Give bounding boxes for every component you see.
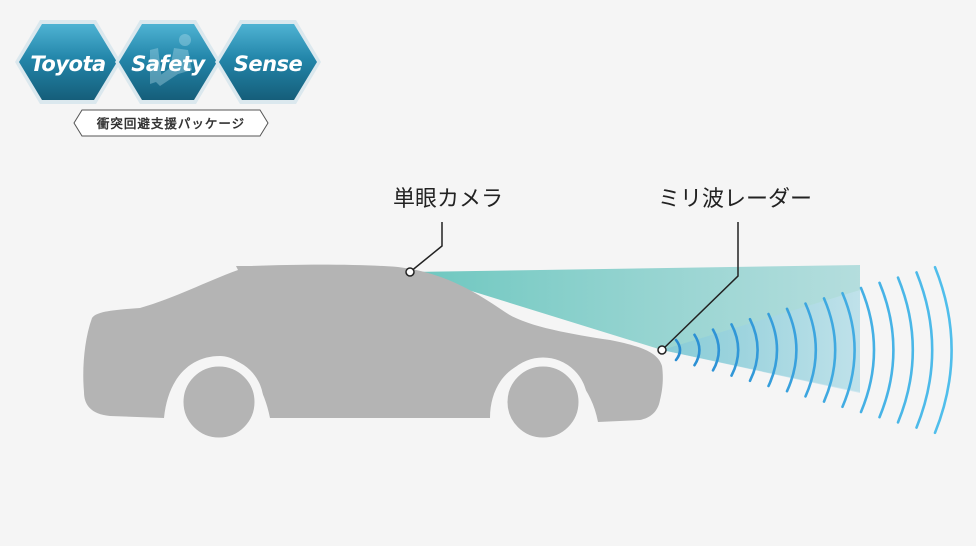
logo-word-toyota: Toyota <box>30 52 105 76</box>
radar-wave-arc <box>767 312 779 388</box>
radar-wave-arc <box>674 338 682 362</box>
radar-wave-arc <box>933 265 953 435</box>
radar-point-marker <box>657 345 667 355</box>
logo-hex-toyota: Toyota <box>15 20 121 104</box>
radar-wave-arc <box>878 281 895 419</box>
radar-wave-arc <box>730 323 740 377</box>
logo-subtitle: 衝突回避支援パッケージ <box>96 116 245 131</box>
logo-hex-sense: Sense <box>215 20 321 104</box>
radar-wave-arc <box>785 307 798 393</box>
camera-label: 単眼カメラ <box>393 187 503 212</box>
car-silhouette <box>83 264 663 447</box>
seat-person-icon <box>150 34 192 86</box>
radar-wave-arc <box>804 302 818 398</box>
radar-wave-arc <box>915 271 934 429</box>
radar-wave-arc <box>859 286 876 414</box>
rear-wheel <box>174 357 264 447</box>
camera-callout: 単眼カメラ <box>393 187 503 277</box>
radar-wave-arc <box>711 328 721 372</box>
camera-point-marker <box>405 267 415 277</box>
radar-wave-arc <box>896 276 915 424</box>
radar-wave-arc <box>822 297 837 403</box>
radar-label: ミリ波レーダー <box>658 187 812 212</box>
logo-subtitle-banner: 衝突回避支援パッケージ <box>73 109 269 137</box>
radar-wave-arc <box>841 291 856 409</box>
toyota-safety-sense-logo: Toyota Safety Sense 衝突回避支援パッケージ <box>15 20 321 137</box>
logo-hex-safety: Safety <box>115 20 221 104</box>
radar-wave-arc <box>748 317 759 383</box>
logo-word-sense: Sense <box>234 52 303 76</box>
front-wheel <box>498 357 588 447</box>
radar-wave-arcs <box>674 265 953 435</box>
radar-wave-arc <box>693 333 701 367</box>
radar-callout: ミリ波レーダー <box>657 187 812 355</box>
logo-word-safety: Safety <box>131 52 206 76</box>
